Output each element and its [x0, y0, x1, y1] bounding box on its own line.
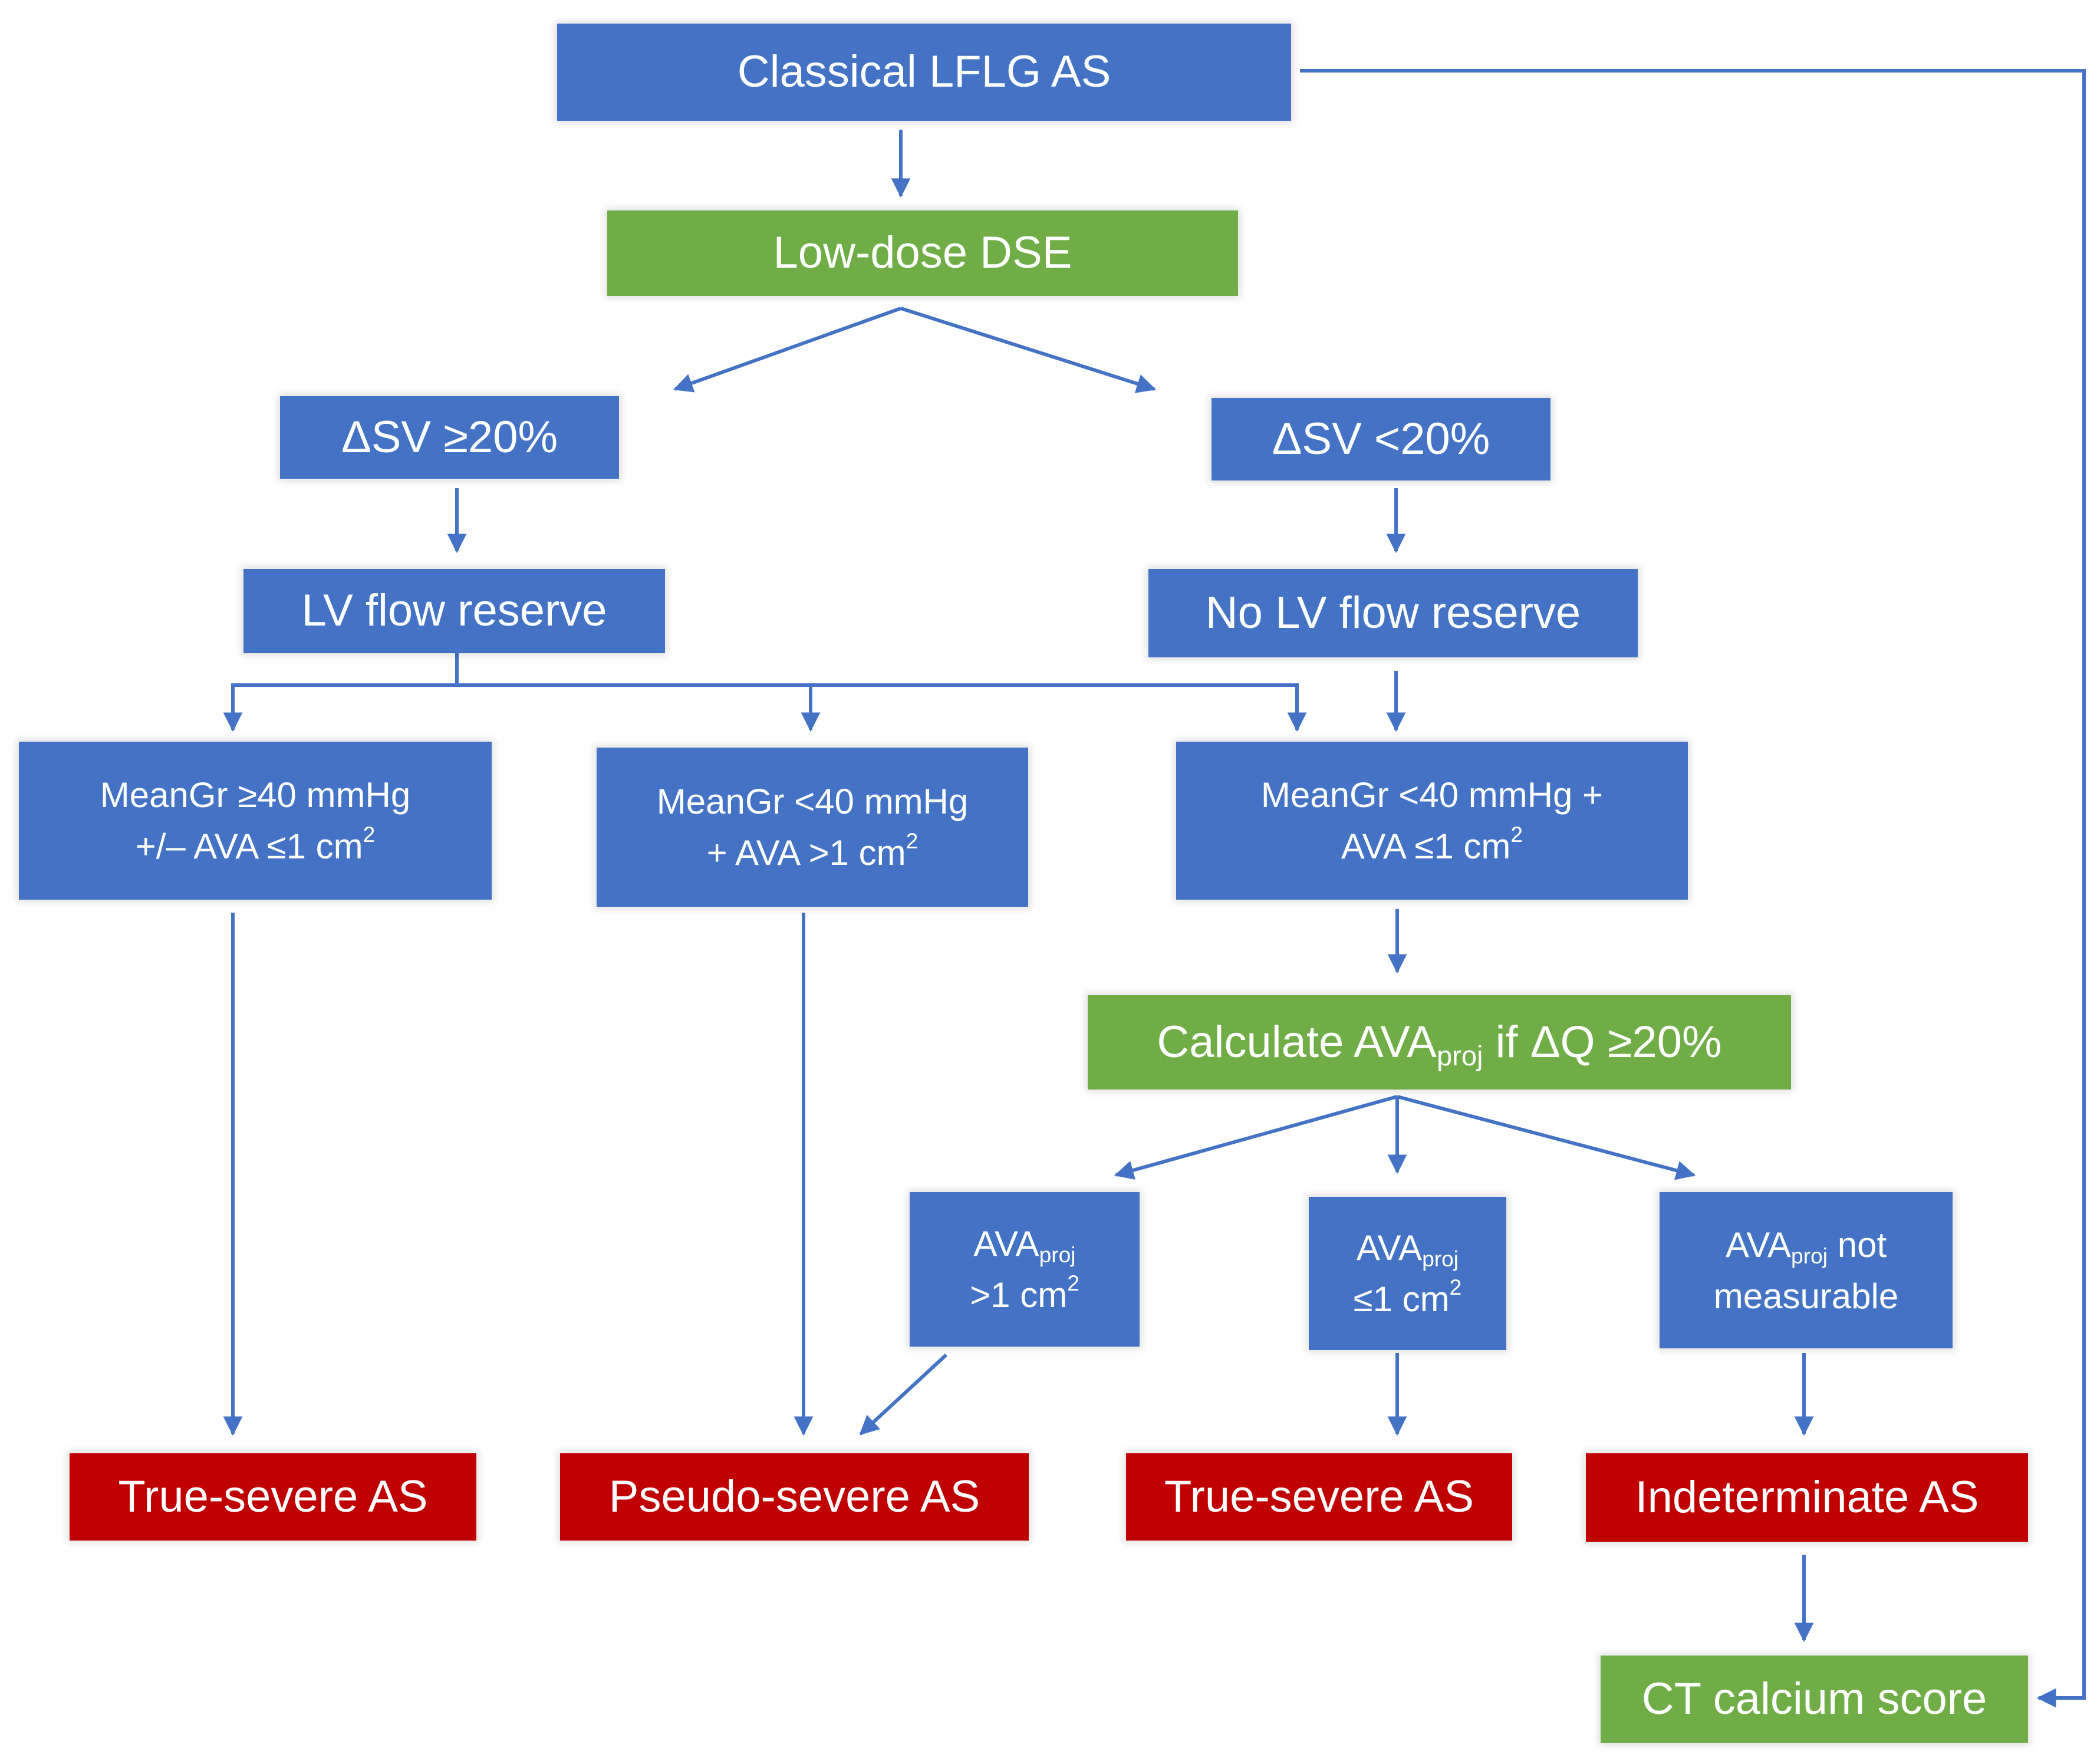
arrow-calc-to-proj-na [1397, 1095, 1696, 1180]
ct-calcium-score-label: CT calcium score [1641, 1673, 1987, 1724]
reserve-branch-line [223, 653, 459, 732]
node-meangr-lt-40-ava-le-1: MeanGr <40 mmHg + AVA ≤1 cm2 [1176, 742, 1688, 900]
calc-sub: proj [1436, 1040, 1483, 1072]
node-ct-calcium-score: CT calcium score [1601, 1656, 2028, 1743]
node-meangr-lt-40-ava-gt-1: MeanGr <40 mmHg + AVA >1 cm2 [597, 748, 1028, 907]
avaproj-na-line1-post: not [1828, 1225, 1887, 1265]
node-sv-ge-20-label: ΔSV ≥20% [341, 412, 558, 462]
meangr-ge-40-line2: +/– AVA ≤1 cm [135, 827, 363, 866]
arrow-start-to-ct [1300, 69, 2086, 1708]
pseudo-severe-as-label: Pseudo-severe AS [608, 1471, 980, 1522]
true-severe-as-left-label: True-severe AS [118, 1471, 428, 1522]
avaproj-na-line1: AVA [1725, 1225, 1792, 1265]
node-sv-ge-20: ΔSV ≥20% [280, 396, 619, 479]
avaproj-gt-1-line2: >1 cm [970, 1275, 1068, 1315]
calc-pre: Calculate AVA [1157, 1016, 1437, 1067]
node-lv-flow-reserve: LV flow reserve [243, 569, 665, 653]
node-pseudo-severe-as: Pseudo-severe AS [560, 1453, 1029, 1541]
indeterminate-as-label: Indeterminate AS [1635, 1472, 1979, 1522]
node-indeterminate-as: Indeterminate AS [1586, 1453, 2028, 1542]
node-meangr-ge-40: MeanGr ≥40 mmHg +/– AVA ≤1 cm2 [19, 742, 492, 900]
avaproj-na-line2: measurable [1713, 1276, 1899, 1316]
node-low-dose-dse-label: Low-dose DSE [773, 228, 1072, 278]
arrow-reserve-to-grad-low-ava-high [457, 683, 821, 732]
node-no-lv-flow-reserve-label: No LV flow reserve [1205, 587, 1581, 638]
node-classical-lflg-as-label: Classical LFLG AS [737, 47, 1111, 97]
node-sv-lt-20-label: ΔSV <20% [1272, 413, 1490, 464]
node-no-lv-flow-reserve: No LV flow reserve [1148, 569, 1638, 657]
arrow-reserve-to-grad-low-ava-low [811, 683, 1307, 732]
meangr-lt-40-ava-le-1-line1: MeanGr <40 mmHg + [1260, 775, 1604, 815]
node-sv-lt-20: ΔSV <20% [1212, 398, 1550, 481]
avaproj-gt-1-line1: AVA [973, 1224, 1039, 1263]
calc-post: if ΔQ ≥20% [1483, 1016, 1722, 1067]
node-calculate-avaproj: Calculate AVAproj if ΔQ ≥20% [1088, 995, 1791, 1090]
avaproj-gt-1-sup: 2 [1067, 1271, 1079, 1296]
arrow-calc-to-proj-high [1114, 1095, 1398, 1180]
arrow-dse-to-sv-low [900, 307, 1157, 393]
arrow-dse-to-sv-high [673, 307, 902, 393]
true-severe-as-right-label: True-severe AS [1164, 1471, 1474, 1522]
meangr-lt-40-ava-le-1-sup: 2 [1510, 822, 1523, 847]
avaproj-le-1-line2: ≤1 cm [1353, 1279, 1450, 1319]
meangr-lt-40-ava-gt-1-sup: 2 [906, 828, 919, 854]
node-avaproj-gt-1: AVAproj >1 cm2 [910, 1192, 1140, 1347]
avaproj-le-1-sub: proj [1422, 1246, 1459, 1272]
node-classical-lflg-as: Classical LFLG AS [557, 24, 1291, 121]
node-true-severe-as-left: True-severe AS [70, 1453, 476, 1541]
meangr-ge-40-line1: MeanGr ≥40 mmHg [100, 775, 411, 815]
node-avaproj-le-1: AVAproj ≤1 cm2 [1309, 1197, 1506, 1350]
node-lv-flow-reserve-label: LV flow reserve [301, 585, 607, 636]
arrow-proj-high-to-pseudo [859, 1353, 948, 1436]
meangr-ge-40-sup: 2 [363, 822, 376, 847]
meangr-lt-40-ava-le-1-line2: AVA ≤1 cm [1341, 827, 1511, 866]
avaproj-gt-1-sub: proj [1039, 1242, 1076, 1268]
node-true-severe-as-right: True-severe AS [1126, 1453, 1512, 1541]
avaproj-le-1-line1: AVA [1356, 1228, 1423, 1268]
node-low-dose-dse: Low-dose DSE [607, 210, 1238, 296]
avaproj-na-sub: proj [1791, 1243, 1828, 1268]
meangr-lt-40-ava-gt-1-line2: + AVA >1 cm [706, 833, 906, 873]
meangr-lt-40-ava-gt-1-line1: MeanGr <40 mmHg [656, 782, 969, 821]
avaproj-le-1-sup: 2 [1449, 1275, 1462, 1300]
node-avaproj-not-measurable: AVAproj not measurable [1660, 1192, 1953, 1348]
